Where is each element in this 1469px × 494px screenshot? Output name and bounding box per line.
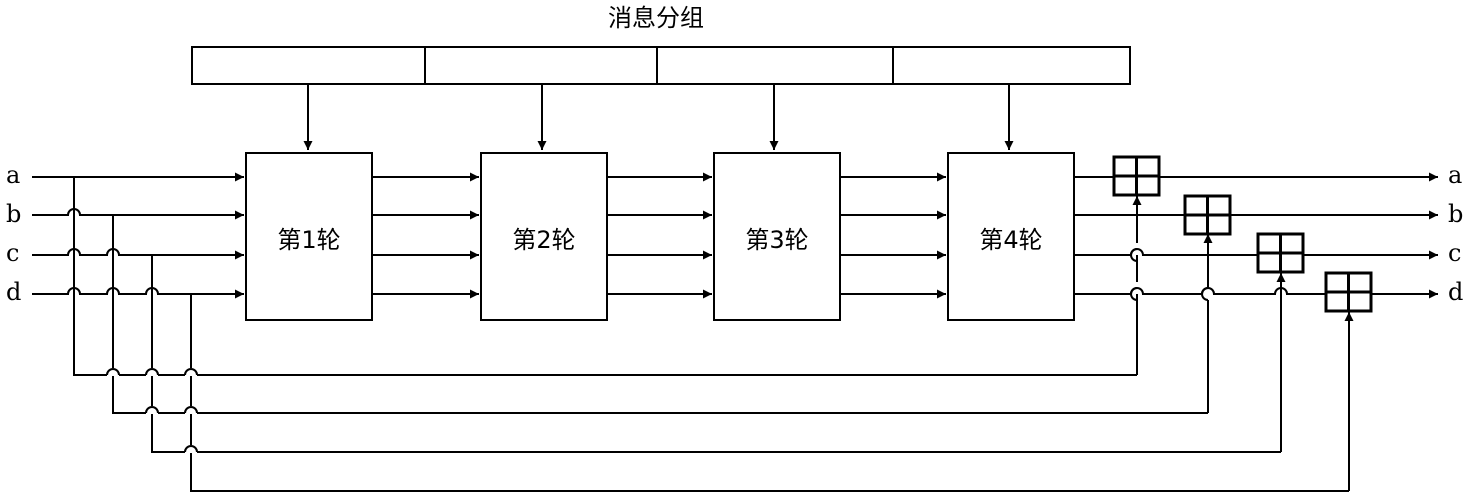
- round-3-label: 第3轮: [745, 226, 808, 254]
- round-1-label: 第1轮: [277, 226, 340, 254]
- adder-c-icon: [1256, 232, 1305, 274]
- round-3-box: [713, 152, 841, 321]
- round-4-label: 第4轮: [979, 226, 1042, 254]
- input-label-c: c: [6, 239, 19, 267]
- message-arrows: [303, 84, 1014, 150]
- message-block-title: 消息分组: [608, 4, 704, 32]
- vertical-hops: [1130, 248, 1209, 301]
- output-label-a: a: [1448, 161, 1462, 189]
- adder-feed-arrows: [1132, 196, 1354, 491]
- round-4-box: [947, 152, 1075, 321]
- output-label-c: c: [1448, 239, 1461, 267]
- round-2-box: [480, 152, 608, 321]
- adders: [1112, 155, 1373, 313]
- feedforward-taps: [73, 177, 1349, 492]
- input-label-b: b: [6, 200, 21, 228]
- round-boxes: [245, 152, 1075, 321]
- adder-d-icon: [1324, 271, 1373, 313]
- round-1-box: [245, 152, 373, 321]
- input-label-a: a: [6, 161, 20, 189]
- inter-round-arrows: [372, 172, 946, 299]
- feedforward-hops: [106, 368, 198, 453]
- input-label-d: d: [6, 278, 21, 306]
- output-label-b: b: [1448, 200, 1463, 228]
- round-2-label: 第2轮: [512, 226, 575, 254]
- adder-a-icon: [1112, 155, 1161, 197]
- adder-b-icon: [1183, 194, 1232, 236]
- output-label-d: d: [1448, 278, 1463, 306]
- input-lines: [32, 172, 244, 299]
- message-block-bar: [191, 46, 1131, 85]
